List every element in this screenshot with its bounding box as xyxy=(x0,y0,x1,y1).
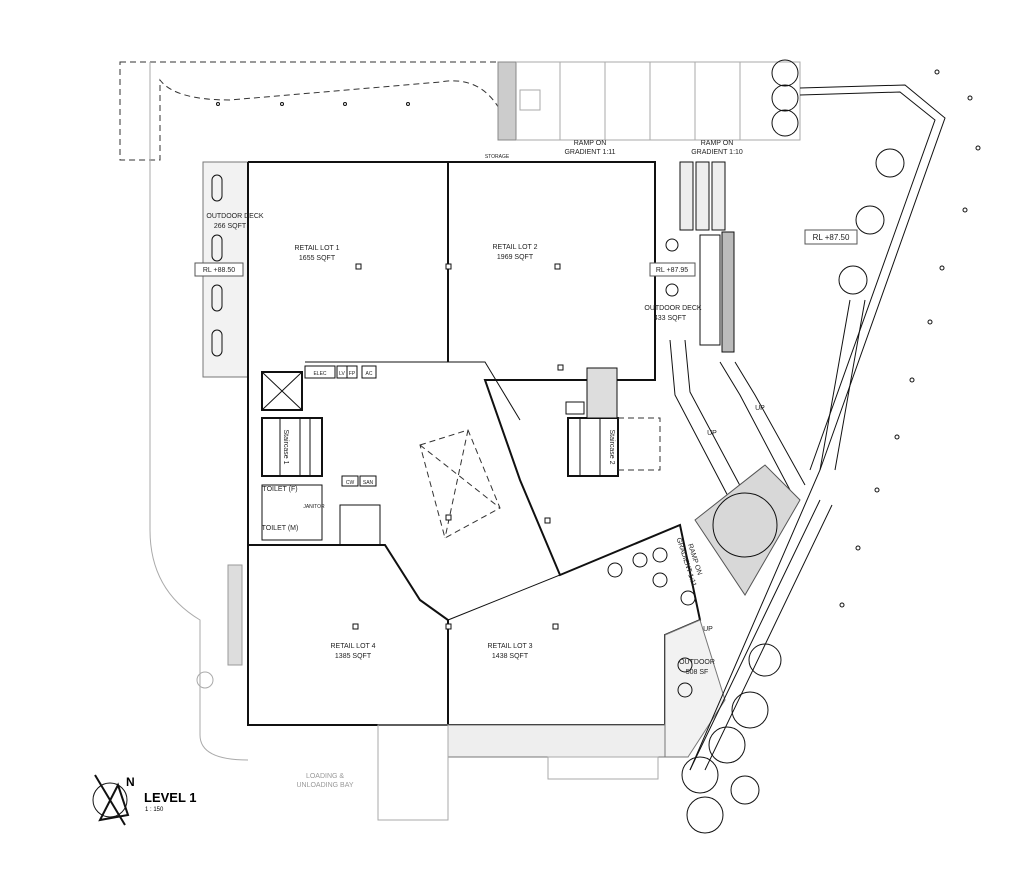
driveway-outline xyxy=(119,61,501,161)
outdoor-deck-southeast xyxy=(664,619,726,758)
deck-west-area: 266 SQFT xyxy=(214,223,247,230)
up-label-2: UP xyxy=(755,405,765,412)
lot-4-name: RETAIL LOT 4 xyxy=(331,643,376,650)
ac-label: AC xyxy=(366,371,373,377)
service-core-right xyxy=(565,367,661,477)
janitor-label: JANITOR xyxy=(303,504,325,510)
lobby-walls xyxy=(305,361,561,621)
ramp-east xyxy=(694,464,801,596)
site-boundary xyxy=(149,62,249,761)
elec-label: ELEC xyxy=(313,371,326,377)
staircase-1-label: Staircase 1 xyxy=(282,429,289,464)
loading-label-1: LOADING & xyxy=(306,773,344,780)
deck-east-area: 433 SQFT xyxy=(654,315,687,322)
ramp-1-line2: GRADIENT 1:11 xyxy=(564,149,615,156)
spiral-stair xyxy=(712,492,778,558)
parking-bays xyxy=(516,61,801,141)
staircase-2-label: Staircase 2 xyxy=(608,429,615,464)
level-rl-8850: RL +88.50 xyxy=(203,267,235,274)
north-arrow-icon xyxy=(92,774,130,826)
toilet-f-label: TOILET (F) xyxy=(262,486,297,493)
level-rl-8750: RL +87.50 xyxy=(813,233,850,242)
cafe-tables xyxy=(607,547,696,698)
fp-label: FP xyxy=(349,371,356,377)
trees xyxy=(681,59,905,834)
paving-strip xyxy=(497,61,517,141)
loading-bay xyxy=(377,724,449,821)
lot-1-area: 1655 SQFT xyxy=(299,255,336,262)
light-posts xyxy=(216,69,981,608)
building-walls xyxy=(247,161,702,726)
san-label: SAN xyxy=(363,480,374,486)
deck-east-name: OUTDOOR DECK xyxy=(644,305,702,312)
storage-label: STORAGE xyxy=(485,154,510,160)
deck-benches xyxy=(211,174,223,357)
up-label-3: UP xyxy=(703,626,713,633)
deck-south-name: OUTDOOR xyxy=(679,659,715,666)
ramp-2-line2: GRADIENT 1:10 xyxy=(691,149,743,156)
deck-west-name: OUTDOOR DECK xyxy=(206,213,264,220)
lot-1-name: RETAIL LOT 1 xyxy=(295,245,340,252)
up-label-1: UP xyxy=(707,430,717,437)
level-title: LEVEL 1 xyxy=(144,790,197,805)
paving-strip-sw xyxy=(227,564,243,666)
deck-south-area: 508 SF xyxy=(686,669,709,676)
toilet-m-label: TOILET (M) xyxy=(262,525,299,532)
lot-3-name: RETAIL LOT 3 xyxy=(488,643,533,650)
service-core-left xyxy=(261,365,381,546)
ramp-2-line1: RAMP ON xyxy=(701,140,734,147)
cw-label: CW xyxy=(346,480,355,486)
step xyxy=(547,756,659,780)
outdoor-deck-south xyxy=(447,724,689,758)
north-label: N xyxy=(126,775,135,789)
east-deck xyxy=(665,161,735,353)
columns xyxy=(352,263,564,630)
lot-2-area: 1969 SQFT xyxy=(497,254,534,261)
scale-label: 1 : 150 xyxy=(145,807,164,813)
accessible-parking-icon xyxy=(196,671,214,689)
lot-4-area: 1385 SQFT xyxy=(335,653,372,660)
lot-3-area: 1438 SQFT xyxy=(492,653,529,660)
lv-label: LV xyxy=(339,371,345,377)
level-rl-8795: RL +87.95 xyxy=(656,267,688,274)
external-paths xyxy=(669,84,946,771)
atrium-void xyxy=(419,429,501,539)
loading-label-2: UNLOADING BAY xyxy=(296,782,353,789)
lot-2-name: RETAIL LOT 2 xyxy=(493,244,538,251)
ramp-1-line1: RAMP ON xyxy=(574,140,607,147)
